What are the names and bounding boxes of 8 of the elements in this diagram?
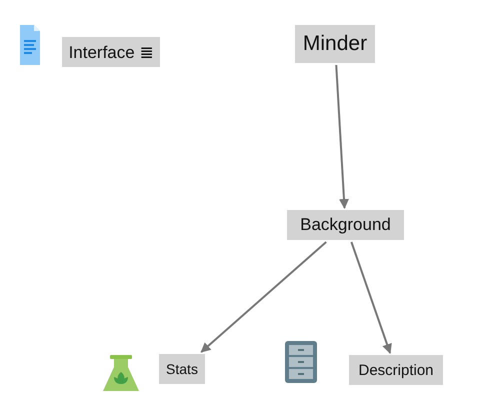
label-box: Minder	[295, 25, 375, 63]
label-box: Description	[349, 355, 443, 385]
label-box: Stats	[159, 354, 205, 384]
label-box: Background	[287, 210, 404, 240]
arrow	[200, 241, 327, 353]
arrow	[335, 64, 349, 209]
arrow	[350, 242, 392, 354]
label-box: Interface ≣	[62, 37, 160, 67]
